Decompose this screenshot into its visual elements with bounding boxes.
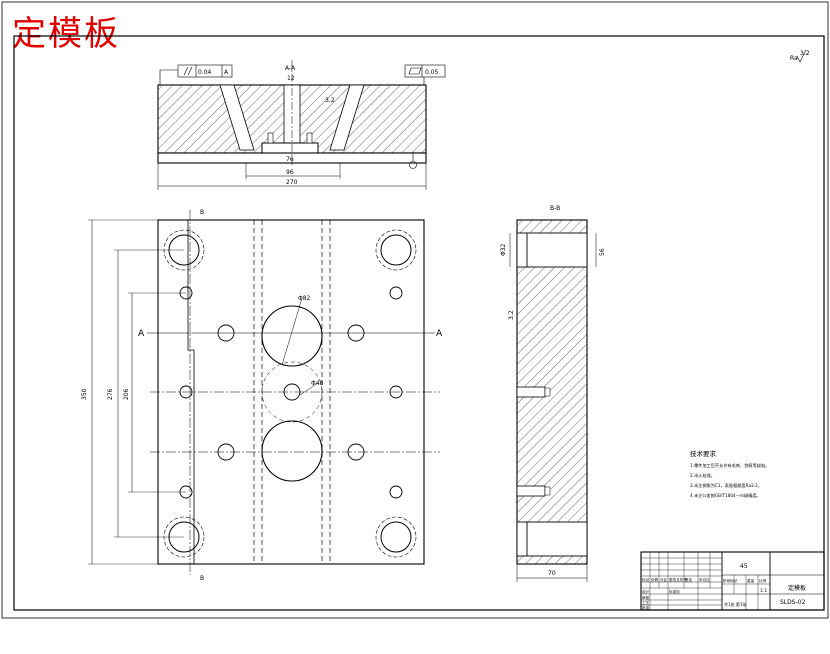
tech-heading: 技术要求 (690, 449, 717, 458)
svg-text:标记: 标记 (642, 577, 650, 582)
section-bb-view: B-B Φ32 56 3.2 70 (500, 205, 606, 582)
dim-pocket-width: 76 (286, 156, 294, 163)
svg-text:工艺: 工艺 (642, 600, 650, 605)
dim-overall-width: 270 (286, 179, 298, 186)
svg-text:比例: 比例 (759, 578, 767, 583)
title-stamp: 定模板 (12, 14, 120, 54)
svg-text:更改文件号: 更改文件号 (669, 577, 687, 582)
svg-text:设计: 设计 (642, 589, 650, 594)
tech-item-4: 4.未注公差按GB/T1804—m级精度。 (690, 492, 761, 499)
dim-dia-small: Φ48 (311, 380, 324, 387)
parallel-tolerance-frame: 0.04 A (159, 64, 233, 85)
svg-text:处数: 处数 (651, 577, 659, 582)
svg-text:Ra: Ra (790, 55, 798, 62)
cavity-lower (261, 420, 323, 482)
dim-side-thickness: 70 (548, 570, 556, 577)
left-angled-channel (219, 84, 255, 151)
title-block: 标记 处数 分区 更改文件号 签名 年月日 设计 审核 工艺 批准 标准化 阶段… (640, 551, 825, 611)
tech-item-1: 1.零件加工后不允许有毛刺、划痕等缺陷。 (690, 462, 769, 469)
svg-text:0.05: 0.05 (425, 69, 439, 76)
drawing-border (13, 35, 825, 611)
side-roughness: 3.2 (508, 310, 515, 320)
svg-text:审核: 审核 (642, 595, 650, 600)
sheet-info: 共1张 第1张 (724, 601, 746, 607)
bb-plate-body (516, 219, 588, 565)
svg-text:重量: 重量 (747, 578, 755, 583)
roughness-mark-general: Ra 3.2 (790, 49, 810, 63)
svg-text:3.2: 3.2 (800, 50, 810, 57)
tech-item-2: 2.淬火处理。 (690, 472, 715, 479)
scale: 1:1 (760, 588, 767, 594)
guide-hole-tr (375, 229, 417, 271)
dim-dia-large: Φ82 (298, 295, 311, 302)
svg-text:标准化: 标准化 (669, 589, 680, 594)
section-bb-label: B-B (550, 205, 560, 212)
section-aa-view: A-A 0.04 A 0.05 (157, 60, 446, 190)
sprue-hole (283, 383, 301, 401)
cut-label-right: A (436, 329, 443, 339)
datum-a-mark (409, 153, 417, 169)
svg-text:0.04: 0.04 (198, 69, 212, 76)
dim-inner-width: 96 (286, 169, 294, 176)
guide-hole-br (375, 516, 417, 558)
dim-side-len: 56 (599, 248, 606, 256)
dim-height-mid1: 276 (107, 388, 114, 400)
plan-view: A A B B Φ82 Φ48 (81, 209, 443, 582)
outer-frame (1, 1, 829, 619)
b-mark-bottom: B (200, 575, 204, 582)
tech-item-3: 3.未注倒角为C1，表面粗糙度Ra3.2。 (690, 482, 762, 489)
flatness-tolerance-frame: 0.05 (404, 64, 446, 85)
b-mark-top: B (200, 209, 204, 216)
svg-text:A: A (224, 69, 229, 76)
right-angled-channel (329, 84, 365, 151)
dim-height-mid2: 206 (123, 388, 130, 400)
svg-text:阶段标记: 阶段标记 (723, 578, 738, 583)
svg-text:分区: 分区 (660, 577, 668, 582)
cut-label-left: A (138, 329, 145, 339)
section-aa-label: A-A (285, 65, 296, 72)
part-name: 定模板 (788, 584, 806, 592)
cavity-upper (261, 305, 323, 367)
svg-text:批准: 批准 (642, 605, 650, 610)
svg-text:签名: 签名 (685, 577, 693, 582)
svg-text:年月日: 年月日 (699, 577, 710, 582)
dim-side-dia: Φ32 (500, 243, 507, 256)
dim-gate-width: 12 (287, 75, 295, 82)
drawing-number: SLDS-02 (780, 599, 806, 606)
surface-roughness: 3.2 (325, 97, 335, 104)
tech-requirements: 技术要求 1.零件加工后不允许有毛刺、划痕等缺陷。 2.淬火处理。 3.未注倒角… (690, 449, 769, 499)
dim-height-total: 350 (81, 388, 88, 400)
screw-holes (179, 286, 403, 499)
material: 45 (740, 563, 748, 570)
